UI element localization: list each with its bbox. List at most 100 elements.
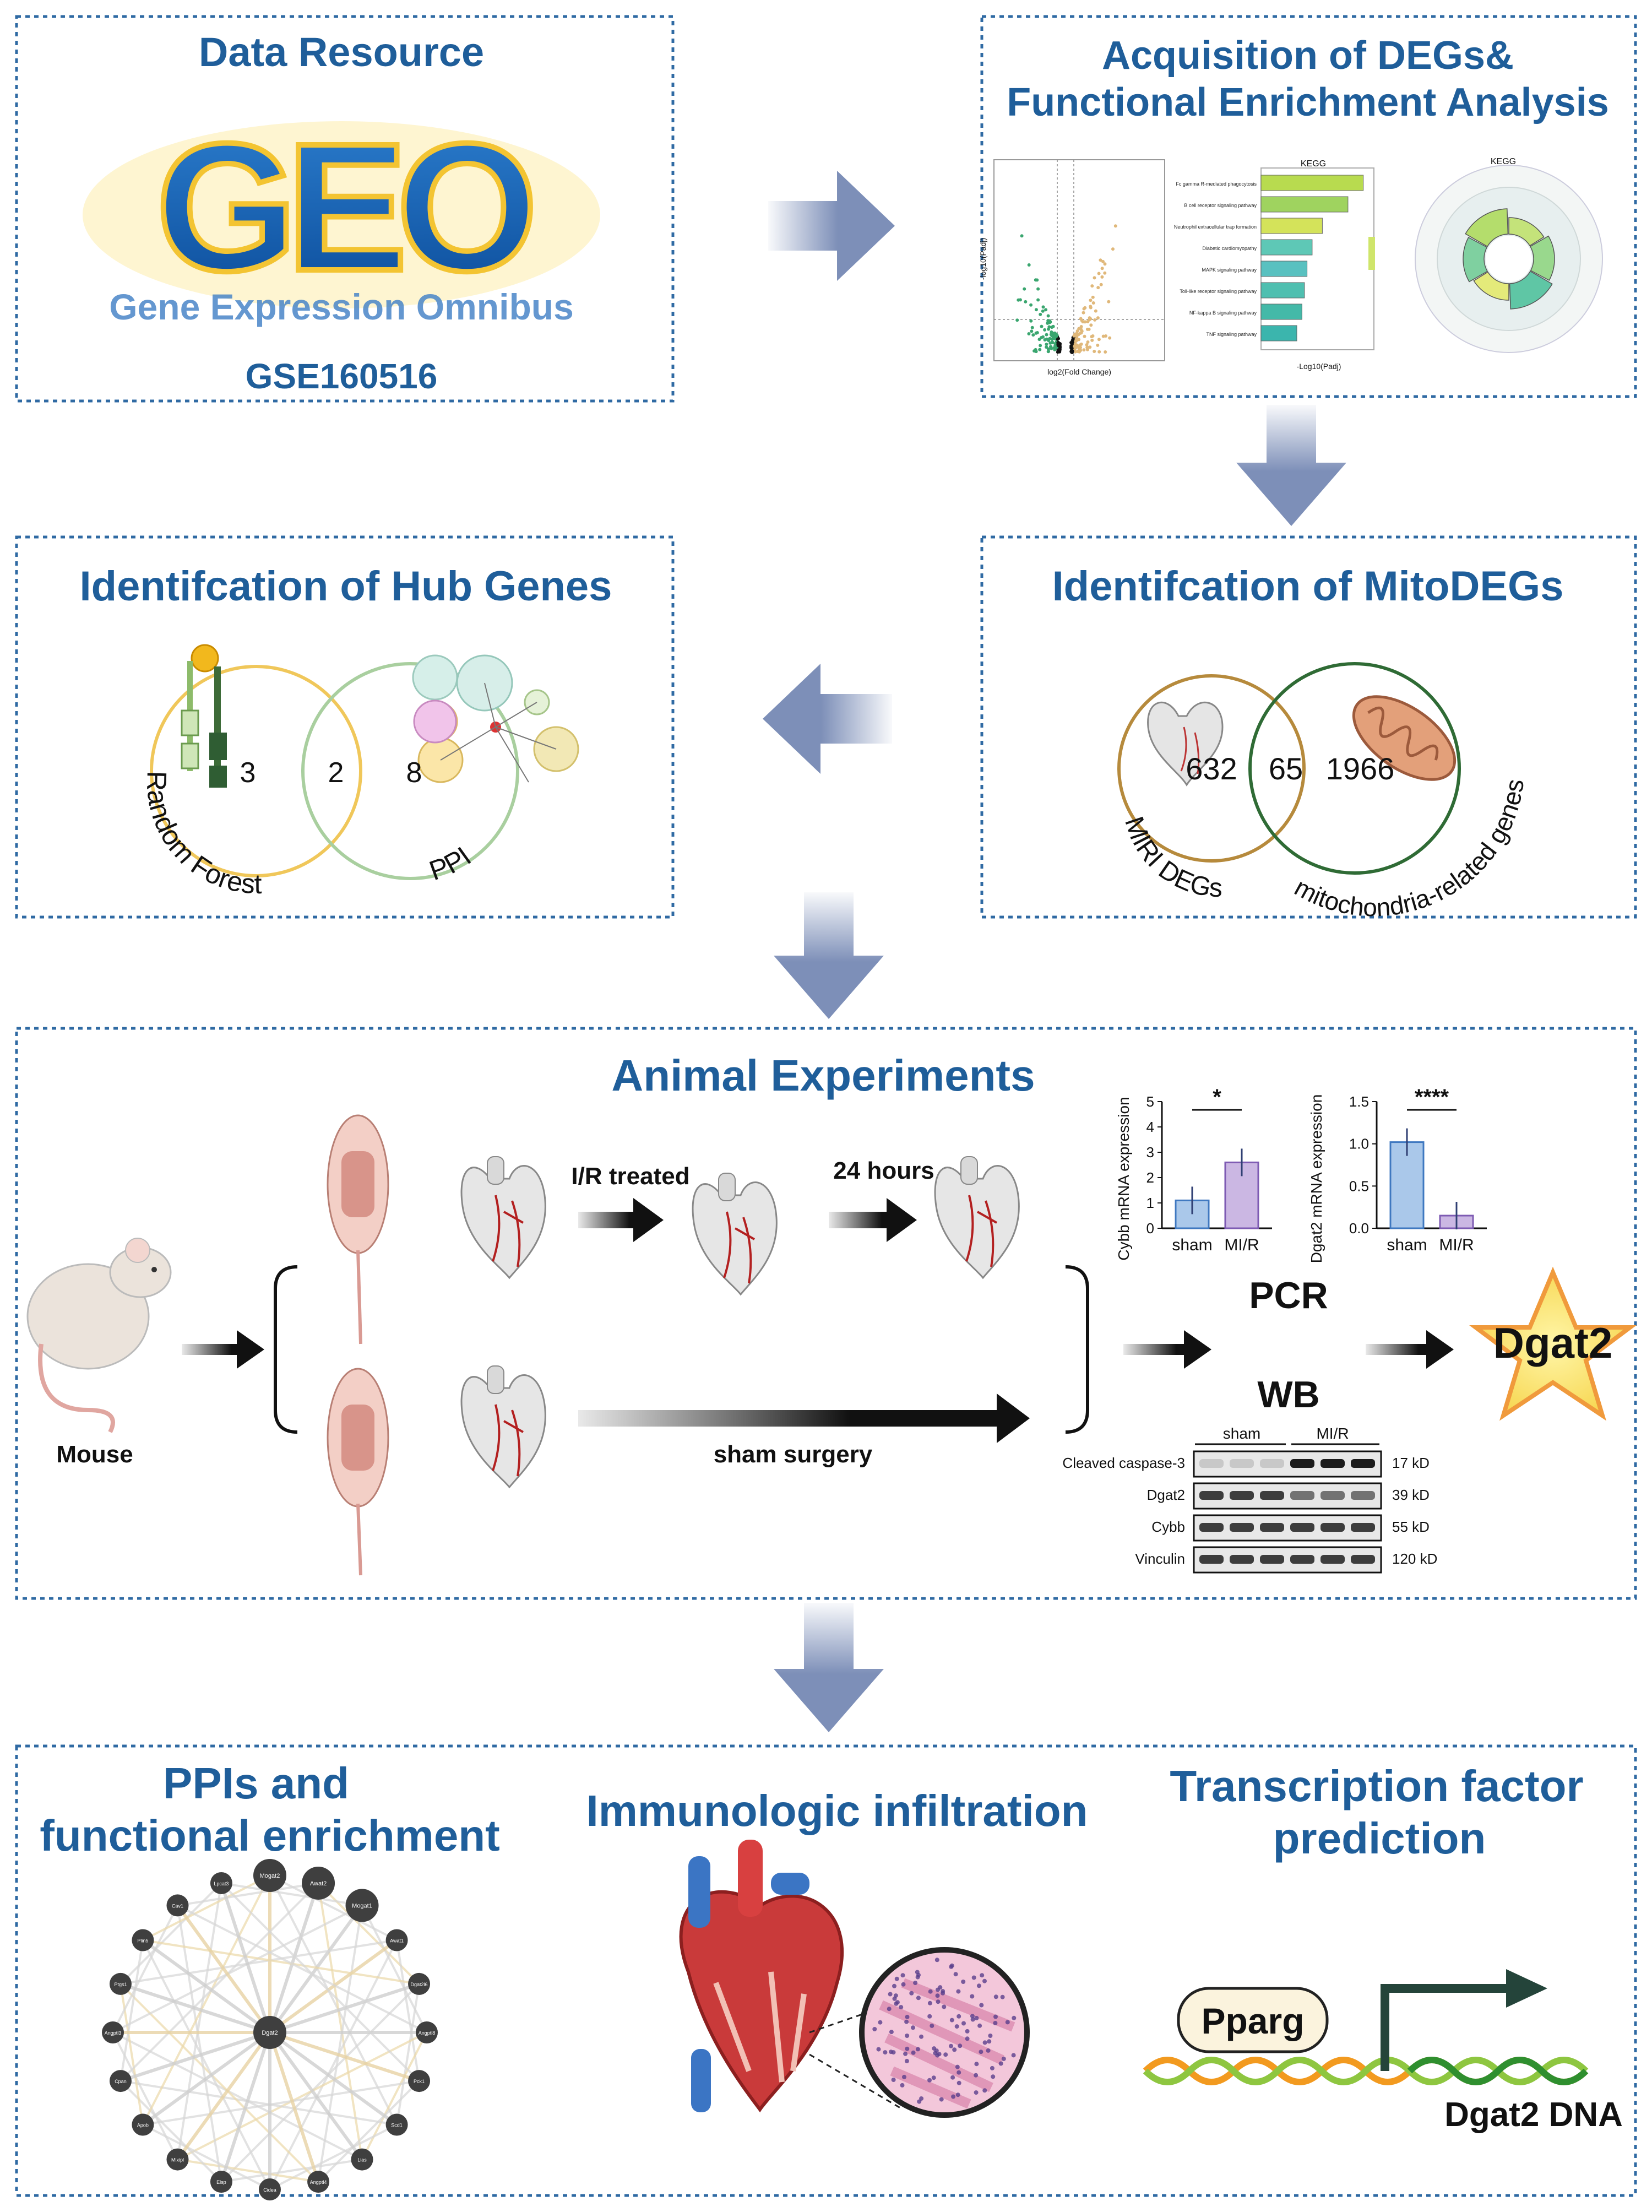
volcano-point <box>1053 334 1057 338</box>
kegg-ring-segment <box>1508 217 1545 247</box>
tissue-nucleus <box>974 2016 979 2020</box>
volcano-point <box>1050 337 1054 341</box>
ppi-node <box>408 2070 431 2092</box>
tissue-nucleus <box>916 1996 921 2000</box>
heart-vessels <box>492 1195 524 1267</box>
mouse-illustration <box>26 1238 172 1433</box>
volcano-point <box>1023 287 1026 291</box>
tissue-nucleus <box>971 1975 976 1980</box>
wb-kd-label: 39 kD <box>1392 1487 1430 1503</box>
pcr-label: PCR <box>1249 1275 1328 1316</box>
ppi-edge <box>142 2031 271 2126</box>
wb-label: WB <box>1257 1374 1319 1416</box>
volcano-point <box>1049 333 1053 337</box>
ppi-node <box>132 1929 154 1951</box>
ppi-edge <box>120 2031 270 2083</box>
pcr-tick-label: 0.0 <box>1349 1220 1369 1237</box>
tissue-nucleus <box>956 1989 961 1994</box>
random-forest-icon <box>181 644 227 788</box>
volcano-point <box>1046 347 1050 351</box>
hub-venn: 3 2 8 Random Forest PPI <box>141 644 579 899</box>
volcano-point <box>1094 309 1097 313</box>
venn-count-mito: 1966 <box>1326 751 1395 786</box>
tissue-nucleus <box>903 2051 908 2056</box>
kegg-bar-label: Toll-like receptor signaling pathway <box>1180 289 1257 294</box>
panel-degs <box>980 15 1637 398</box>
tissue-nucleus <box>904 2019 909 2024</box>
tissue-nucleus <box>970 1994 975 1999</box>
kegg-bar-label: TNF signaling pathway <box>1206 332 1257 337</box>
ppi-edge <box>317 1882 420 1985</box>
tissue-nucleus <box>915 2047 920 2052</box>
tissue-nucleus <box>961 2021 966 2026</box>
ppi-node <box>345 1889 379 1922</box>
ppi-node-label: Dgat2l6 <box>411 1982 428 1987</box>
hub-count-ppi: 8 <box>406 757 422 789</box>
volcano-points <box>1015 224 1117 354</box>
sham-label: sham surgery <box>714 1441 873 1468</box>
wb-band <box>1351 1523 1375 1532</box>
arrow-sham <box>578 1394 1030 1443</box>
geo-logo-subtitle: Gene Expression Omnibus <box>109 286 574 327</box>
wb-band <box>1320 1459 1345 1468</box>
ppi-edge <box>119 1983 319 2183</box>
tissue-nucleus <box>974 2062 979 2067</box>
ppi-node-label: Plin5 <box>137 1938 148 1943</box>
wb-band <box>1351 1459 1375 1468</box>
ppi-node <box>307 2171 330 2193</box>
ppi-edge <box>177 1882 319 1907</box>
heart-aorta <box>487 1365 504 1394</box>
dna-helix <box>1143 2057 1589 2085</box>
flow-arrow-down-3 <box>774 1603 884 1732</box>
volcano-ylabel: -log10(Padj) <box>979 238 987 280</box>
volcano-point <box>1082 348 1086 352</box>
tissue-nucleus <box>889 2030 894 2035</box>
geo-accession: GSE160516 <box>246 356 438 396</box>
wb-row-label: Vinculin <box>1135 1550 1185 1567</box>
ppi-edge <box>317 1905 363 2182</box>
ppi-edge <box>269 1982 420 2034</box>
hub-label-ppi: PPI <box>425 841 476 886</box>
volcano-point <box>1051 324 1055 328</box>
volcano-point <box>1101 259 1105 263</box>
volcano-point <box>1096 316 1100 320</box>
wb-kd-label: 17 kD <box>1392 1455 1430 1471</box>
tissue-nucleus <box>911 2025 915 2030</box>
degs-title-line2: Functional Enrichment Analysis <box>1007 80 1609 124</box>
volcano-point <box>1046 314 1050 318</box>
tf-title-2: prediction <box>1273 1814 1486 1863</box>
wb-band <box>1320 1491 1345 1500</box>
tissue-nucleus <box>883 2050 888 2055</box>
volcano-xlabel: log2(Fold Change) <box>1047 367 1111 376</box>
wb-band <box>1260 1555 1284 1564</box>
ppi-edge <box>269 2123 398 2191</box>
heart-aorta <box>718 1173 736 1201</box>
wb-group-sham: sham <box>1223 1425 1260 1442</box>
tissue-nucleus <box>955 2064 960 2069</box>
tf-name: Pparg <box>1201 2000 1304 2041</box>
geo-logo: GEO Gene Expression Omnibus <box>83 102 600 327</box>
tissue-nucleus <box>1000 1994 1005 1999</box>
tissue-nucleus <box>970 2017 975 2022</box>
volcano-point <box>1054 346 1057 350</box>
volcano-point <box>1090 338 1094 342</box>
ppi-node-label: Lpcat3 <box>214 1881 229 1886</box>
pcr-tick-label: 0.5 <box>1349 1178 1369 1194</box>
ppi-node <box>253 1859 286 1892</box>
volcano-point <box>1099 258 1102 262</box>
ppi-edge <box>221 1882 362 1907</box>
volcano-point <box>1093 350 1096 353</box>
flow-arrow-down-2 <box>774 892 884 1019</box>
ppi-edge <box>177 2031 427 2161</box>
mitochondria-icon <box>1352 695 1457 781</box>
immune-title: Immunologic infiltration <box>586 1786 1088 1835</box>
volcano-point <box>1085 343 1089 346</box>
transcription-arrow-icon <box>1381 1969 1547 2071</box>
volcano-point <box>1085 327 1089 331</box>
ppi-edge <box>269 2031 398 2126</box>
volcano-point <box>1086 340 1090 344</box>
tissue-nucleus <box>949 2043 953 2048</box>
tissue-nucleus <box>905 2034 910 2038</box>
kegg-bar-label: B cell receptor signaling pathway <box>1184 203 1257 208</box>
